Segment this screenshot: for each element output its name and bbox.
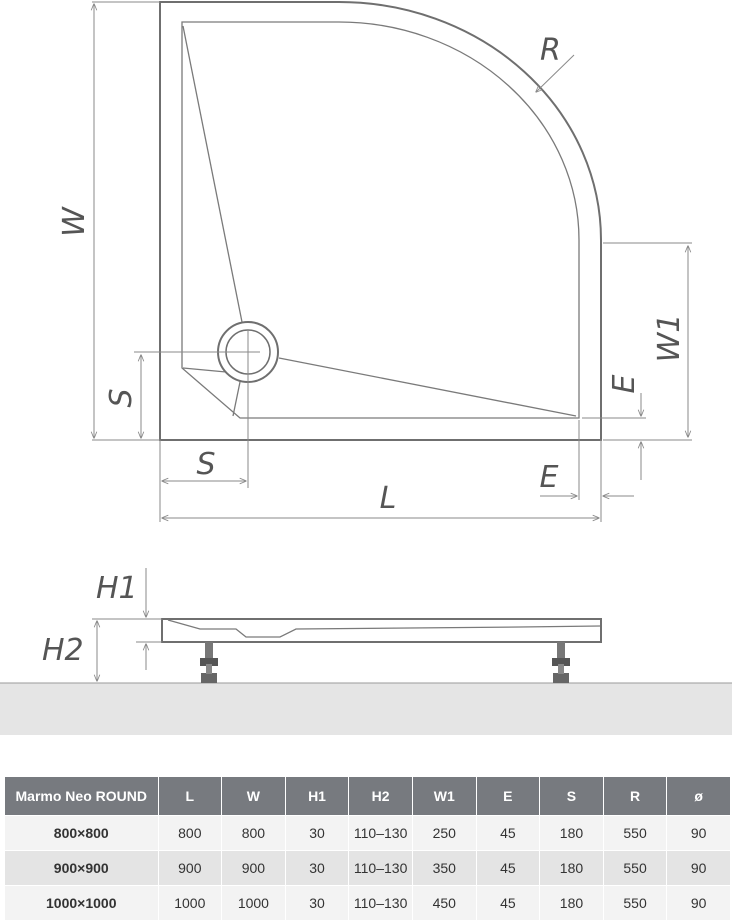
tray-inner-basin (182, 22, 579, 418)
table-cell: 45 (476, 851, 540, 886)
table-cell: 180 (540, 816, 604, 851)
dimension-s-horizontal: S (160, 330, 248, 522)
table-cell: 550 (603, 886, 667, 920)
column-header-e: E (476, 777, 540, 816)
table-cell: 250 (412, 816, 476, 851)
column-header-model: Marmo Neo ROUND (5, 777, 158, 816)
tray-outer-outline (160, 2, 601, 440)
dimension-w1: W1 (603, 243, 692, 440)
column-header-diameter: ø (667, 777, 731, 816)
column-header-l: L (158, 777, 222, 816)
tray-side-outline (162, 619, 601, 642)
slope-line-right (279, 358, 576, 416)
column-header-s: S (540, 777, 604, 816)
left-leg-rod (206, 664, 212, 674)
table-cell: 90 (667, 816, 731, 851)
table-cell: 350 (412, 851, 476, 886)
dimension-h2: H2 (42, 619, 136, 681)
table-cell: 1000 (222, 886, 286, 920)
dimension-e-horizontal: E (540, 420, 634, 522)
label-w: W (57, 206, 92, 237)
table-cell: 550 (603, 816, 667, 851)
table-cell: 550 (603, 851, 667, 886)
table-cell: 90 (667, 886, 731, 920)
right-leg-foot (553, 673, 569, 683)
specifications-table: Marmo Neo ROUND L W H1 H2 W1 E S R ø 800… (5, 777, 731, 920)
table-row: 800×800 800 800 30 110–130 250 45 180 55… (5, 816, 731, 851)
table-cell: 30 (285, 886, 349, 920)
column-header-w1: W1 (412, 777, 476, 816)
label-e-vertical: E (607, 374, 642, 393)
table-cell: 450 (412, 886, 476, 920)
table-cell: 90 (667, 851, 731, 886)
table-header-row: Marmo Neo ROUND L W H1 H2 W1 E S R ø (5, 777, 731, 816)
table-cell-model: 1000×1000 (5, 886, 158, 920)
table-cell: 45 (476, 886, 540, 920)
label-l: L (380, 481, 397, 516)
dimension-l: L (162, 481, 599, 518)
label-w1: W1 (652, 314, 687, 363)
label-h1: H1 (96, 571, 138, 606)
column-header-r: R (603, 777, 667, 816)
dimension-w: W (57, 2, 160, 440)
table-cell: 800 (222, 816, 286, 851)
floor (0, 683, 732, 735)
tray-side-view (162, 619, 601, 683)
table-cell: 110–130 (349, 886, 413, 920)
table-cell: 900 (158, 851, 222, 886)
left-leg-foot (201, 673, 217, 683)
table-cell: 110–130 (349, 816, 413, 851)
table-cell: 110–130 (349, 851, 413, 886)
label-s-vertical: S (104, 388, 139, 407)
label-e-horizontal: E (540, 460, 559, 495)
slope-line-top (183, 26, 242, 322)
table-cell: 180 (540, 851, 604, 886)
table-cell: 800 (158, 816, 222, 851)
table-cell: 30 (285, 816, 349, 851)
table-cell-model: 900×900 (5, 851, 158, 886)
label-h2: H2 (42, 633, 84, 668)
table-cell: 180 (540, 886, 604, 920)
table-cell: 1000 (158, 886, 222, 920)
tray-top-view (160, 2, 601, 440)
tray-side-slope (168, 620, 600, 637)
dimension-r: R (536, 33, 574, 92)
table-cell: 30 (285, 851, 349, 886)
table-row: 1000×1000 1000 1000 30 110–130 450 45 18… (5, 886, 731, 920)
label-r: R (540, 33, 561, 68)
table-cell: 45 (476, 816, 540, 851)
table-row: 900×900 900 900 30 110–130 350 45 180 55… (5, 851, 731, 886)
right-leg-rod (558, 664, 564, 674)
label-s-horizontal: S (196, 447, 215, 482)
slope-line-corner (183, 368, 226, 372)
column-header-h1: H1 (285, 777, 349, 816)
table-cell-model: 800×800 (5, 816, 158, 851)
dimension-e-vertical: E (582, 374, 646, 480)
table-cell: 900 (222, 851, 286, 886)
slope-line-bottom (233, 382, 240, 416)
column-header-h2: H2 (349, 777, 413, 816)
column-header-w: W (222, 777, 286, 816)
